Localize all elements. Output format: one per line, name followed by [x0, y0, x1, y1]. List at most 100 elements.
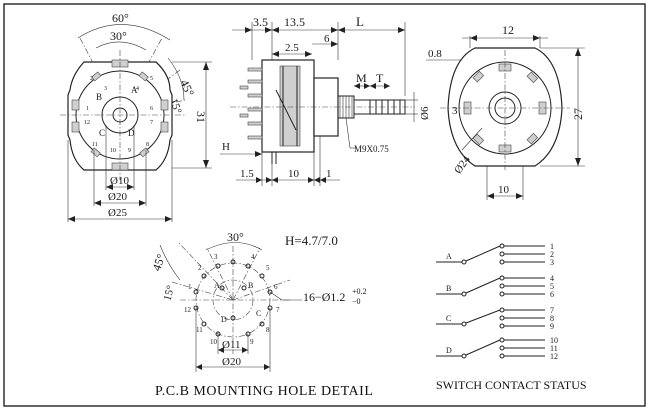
pcb-radial-lines	[171, 241, 291, 354]
angle-45-label: 45°	[149, 252, 168, 273]
dim-l-label: L	[356, 14, 364, 29]
dim-1-5-label: 1.5	[240, 168, 254, 180]
arc-45	[167, 57, 185, 101]
arc-30	[95, 41, 147, 51]
contact-group-d: D 10 11 12	[436, 336, 558, 361]
hole-number: 2	[198, 264, 202, 272]
deck-letter-c: C	[99, 128, 105, 138]
pin-number: 7	[150, 120, 153, 126]
dim-t-label: T	[376, 71, 384, 85]
contact-number: 8	[550, 314, 554, 323]
switch-status-caption: SWITCH CONTACT STATUS	[436, 378, 587, 392]
hole-tol-minus: −0	[352, 297, 361, 306]
deck-letter-b: B	[96, 92, 102, 102]
group-letter: A	[446, 252, 452, 261]
deck-letter-a: A	[131, 85, 138, 95]
arrows	[245, 27, 405, 33]
deck-letter-c: C	[256, 309, 261, 318]
pin-number: 12	[84, 120, 90, 126]
dim-3-5-label: 3.5	[253, 15, 268, 29]
contact-number: 7	[550, 306, 554, 315]
hole-number: 5	[266, 264, 270, 272]
contact-number: 3	[550, 258, 554, 267]
dia-10-label: Ø10	[110, 175, 129, 187]
arrows	[255, 151, 262, 157]
dia-25-label: Ø25	[108, 207, 127, 219]
dim-m-label: M	[356, 71, 367, 85]
dim-3-label: 3	[452, 105, 458, 117]
pcb-mounting-hole-detail: H=4.7/7.0 30° 45° 15°	[149, 230, 373, 399]
dim-10-label: 10	[498, 184, 510, 196]
pin-number: 2	[90, 76, 93, 82]
hole-number: 11	[196, 326, 203, 334]
arc-45	[159, 244, 181, 281]
dim-1-label: 1	[326, 168, 332, 180]
hole-number: 3	[214, 253, 218, 261]
hole-number: 7	[276, 306, 280, 314]
pcb-caption: P.C.B MOUNTING HOLE DETAIL	[155, 384, 373, 399]
pcb-pitch-circle	[195, 262, 271, 338]
dim-27-label: 27	[571, 108, 585, 120]
leader-line	[345, 117, 351, 149]
dim-0-8-label: 0.8	[428, 48, 442, 60]
hole-number: 10	[210, 338, 218, 346]
pin-number: 10	[110, 148, 116, 154]
pin-number: 4	[136, 86, 139, 92]
arrows	[331, 41, 338, 47]
contact-number: 2	[550, 250, 554, 259]
angle-30-label: 30°	[227, 230, 244, 244]
dia-20-label: Ø20	[222, 356, 241, 368]
h-value-label: H=4.7/7.0	[285, 233, 338, 248]
hole-number: 8	[266, 326, 270, 334]
wafer-rotor	[275, 89, 297, 131]
hole-tol-plus: +0.2	[352, 287, 367, 296]
contact-number: 10	[550, 336, 558, 345]
arrows	[470, 35, 540, 41]
angle-45-label: 45°	[177, 77, 197, 98]
leader-line	[269, 291, 283, 301]
group-letter: D	[446, 346, 452, 355]
terminal-tab	[160, 99, 169, 111]
contact-group-a: A 1 2 3	[436, 242, 554, 267]
arc-60	[77, 24, 171, 41]
dim-6-label: 6	[324, 33, 330, 45]
front-view: 60° 30° 45° 15° B A C D 2 5 3 1	[60, 11, 212, 222]
contact-group-b: B 4 5 6	[436, 274, 554, 299]
pin-number: 8	[146, 142, 149, 148]
dim-13-5-label: 13.5	[284, 15, 305, 29]
leader-line	[461, 127, 483, 151]
contact-number: 6	[550, 290, 554, 299]
arrows	[256, 177, 326, 183]
deck-letter-b: B	[248, 281, 253, 290]
terminal-pins	[239, 67, 277, 164]
hole-number: 4	[251, 253, 255, 261]
hole-spec-label: 16−Ø1.2	[303, 290, 345, 304]
arc-30	[205, 242, 263, 251]
hole-number: 6	[274, 283, 278, 291]
dia-20-label: Ø20	[108, 191, 127, 203]
hole-number: 1	[188, 283, 192, 291]
deck-letter-d: D	[221, 315, 227, 324]
dia-11-label: Ø11	[222, 339, 241, 351]
contact-number: 5	[550, 282, 554, 291]
dim-12-label: 12	[502, 23, 514, 37]
thread-label: M9X0.75	[354, 144, 389, 154]
pin-number: 11	[92, 142, 98, 148]
side-view: 3.5 13.5 L 6 2.5	[220, 14, 431, 186]
pin-number: 1	[86, 106, 89, 112]
pin-number: 3	[104, 86, 107, 92]
contact-number: 4	[550, 274, 554, 283]
dim-h-label: H	[222, 141, 230, 153]
dim-10-label: 10	[288, 168, 300, 180]
angle-15-label: 15°	[162, 284, 178, 302]
pcb-holes	[193, 259, 273, 337]
dim-phi6-label: Ø6	[419, 106, 431, 120]
sheet-frame	[3, 3, 646, 407]
angle-60-label: 60°	[112, 11, 129, 25]
pin-number: 5	[150, 76, 153, 82]
hole-number: 9	[250, 338, 254, 346]
pin-number: 6	[150, 106, 153, 112]
contact-group-c: C 7 8 9	[436, 306, 554, 331]
